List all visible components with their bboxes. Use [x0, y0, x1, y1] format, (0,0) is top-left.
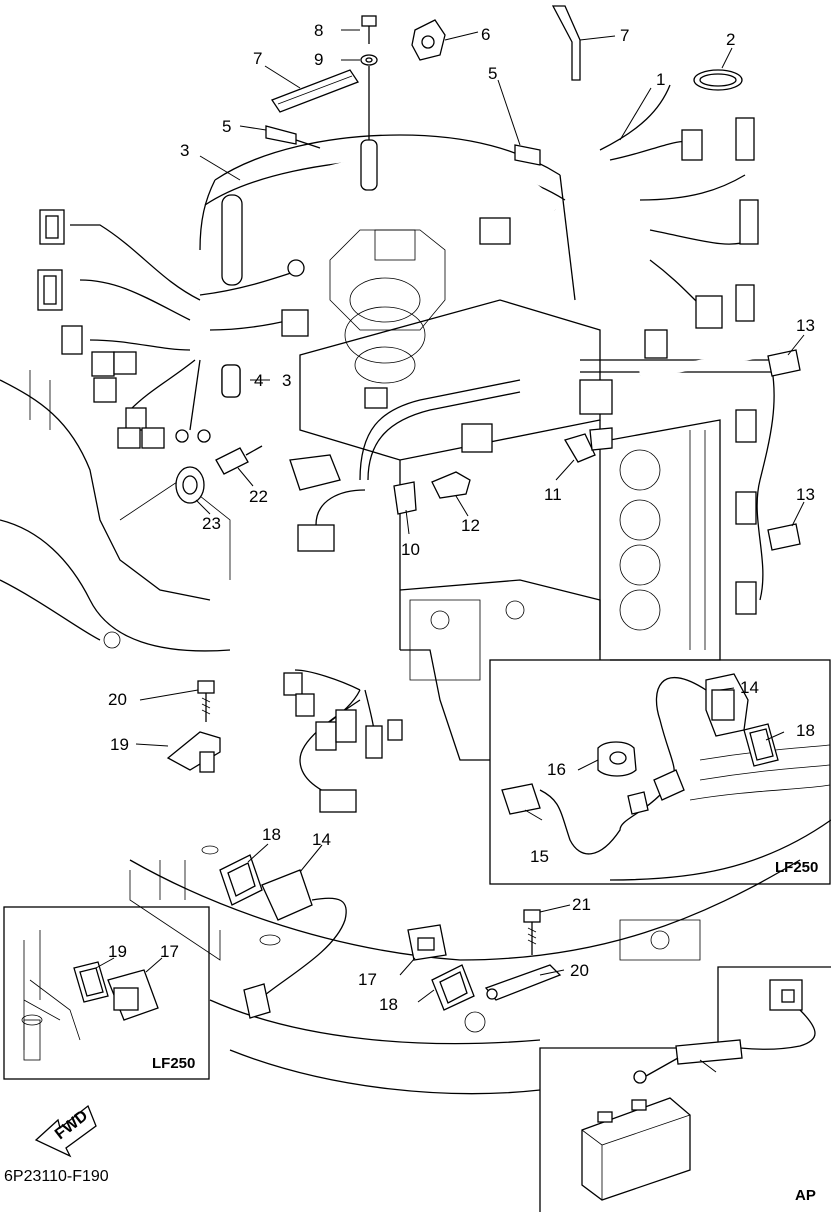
callout-3-top: 3 — [180, 141, 189, 160]
callout-1: 1 — [656, 70, 665, 89]
tie-band-2 — [693, 69, 743, 91]
sensor-21 — [215, 445, 263, 475]
callout-18-lower: 18 — [262, 825, 281, 844]
clip-10 — [393, 481, 417, 515]
callout-18-inset: 18 — [796, 721, 815, 740]
bolt-8 — [361, 15, 377, 44]
callout-20-center: 21 — [572, 895, 591, 914]
callout-11: 11 — [544, 485, 562, 504]
callout-7-left: 7 — [253, 49, 262, 68]
figure-code: 6P23110-F190 — [4, 1168, 109, 1185]
bolt-20-center — [523, 909, 541, 955]
inset-label-lf250-right: LF250 — [775, 859, 818, 876]
grommet-22 — [175, 466, 205, 504]
callout-17-center: 17 — [358, 970, 377, 989]
callout-7-right: 7 — [620, 26, 629, 45]
inset-label-lf250-left: LF250 — [152, 1055, 195, 1072]
callout-10: 10 — [401, 540, 420, 559]
callout-9: 9 — [314, 50, 323, 69]
callout-13-bottom: 13 — [796, 485, 815, 504]
main-wiring-harness — [70, 84, 781, 801]
clip-11 — [564, 427, 613, 463]
callout-8: 8 — [314, 21, 323, 40]
callout-19-center: 20 — [570, 961, 589, 980]
holder-5-right — [514, 144, 541, 166]
callout-5-right: 5 — [488, 64, 497, 83]
cable-4 — [221, 364, 241, 398]
bracket-19-center — [484, 964, 562, 1001]
strip-7-left — [271, 69, 359, 113]
seal-18-center — [431, 964, 475, 1011]
strip-7-right — [551, 5, 581, 81]
callout-15: 15 — [530, 847, 549, 866]
holder-17-center — [407, 924, 447, 961]
clamp-13 — [767, 349, 801, 551]
callout-3-side: 3 — [282, 371, 291, 390]
clamp-6 — [411, 19, 446, 61]
stand-lower-left — [129, 845, 281, 961]
callout-14-lower: 14 — [312, 830, 331, 849]
connectors-left — [37, 209, 309, 449]
callout-19-left: 19 — [110, 735, 129, 754]
holder-5-left — [265, 125, 321, 149]
inset-lf250-left — [3, 906, 210, 1080]
holder-14-lower — [243, 869, 347, 1019]
harness-end-connectors — [283, 454, 403, 813]
callout-2: 2 — [726, 30, 735, 49]
callout-12: 12 — [461, 516, 480, 535]
callout-4: 4 — [254, 371, 263, 390]
inset-ap — [539, 966, 831, 1212]
callout-16: 16 — [547, 760, 566, 779]
connectors-right — [364, 117, 759, 615]
callout-18-leftinset: 19 — [108, 942, 127, 961]
inset-label-ap: AP — [795, 1187, 816, 1204]
callout-6: 6 — [481, 25, 490, 44]
seal-18-lower — [219, 854, 263, 906]
bolt-20-left — [197, 680, 215, 722]
callout-20-left: 20 — [108, 690, 127, 709]
callout-18-center: 18 — [379, 995, 398, 1014]
harness-protector-tube — [194, 154, 560, 398]
callout-17-inset: 17 — [160, 942, 179, 961]
callout-13-top: 13 — [796, 316, 815, 335]
washer-9 — [360, 54, 378, 191]
callout-21: 22 — [249, 487, 268, 506]
engine-outline — [0, 134, 831, 1095]
callout-5-left: 5 — [222, 117, 231, 136]
callout-14-inset: 14 — [740, 678, 759, 697]
clip-12 — [431, 471, 471, 499]
bracket-19-left — [166, 731, 221, 773]
inset-lf250-right — [489, 659, 831, 885]
callout-labels: 1 2 3 3 4 5 5 6 7 7 8 9 10 11 12 13 13 1… — [108, 21, 815, 1014]
callout-22: 23 — [202, 514, 221, 533]
forward-direction-indicator: FWD — [34, 1104, 97, 1158]
leader-lines — [95, 29, 805, 1073]
